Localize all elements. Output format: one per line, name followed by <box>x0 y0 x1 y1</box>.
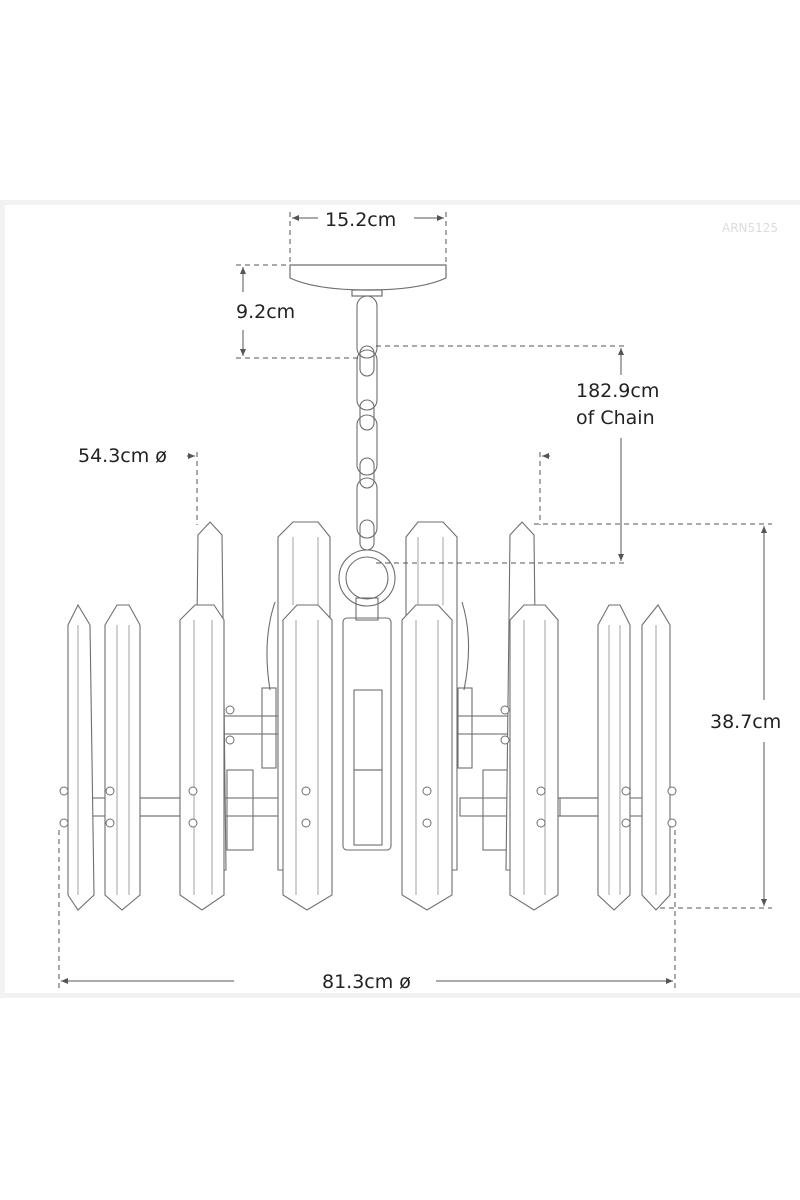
dimension-lines <box>58 212 772 990</box>
inner-diameter-label: 54.3cm ø <box>78 445 167 467</box>
canopy <box>289 264 447 297</box>
canopy-height-label: 9.2cm <box>236 301 295 323</box>
crystals-back-row <box>193 521 539 871</box>
canopy-width-label: 15.2cm <box>325 209 396 231</box>
chain-length-label-line2: of Chain <box>576 407 655 429</box>
fixture-height-label: 38.7cm <box>710 711 781 733</box>
model-code-label: ARN5125 <box>722 221 778 235</box>
chain <box>338 295 396 851</box>
crystals-front-row <box>67 603 671 911</box>
overall-diameter-label: 81.3cm ø <box>322 971 411 993</box>
crystal-mount-dots <box>59 705 677 828</box>
arms <box>89 601 651 851</box>
crystal-facet-lines <box>77 537 657 895</box>
chain-length-label-line1: 182.9cm <box>576 380 659 402</box>
